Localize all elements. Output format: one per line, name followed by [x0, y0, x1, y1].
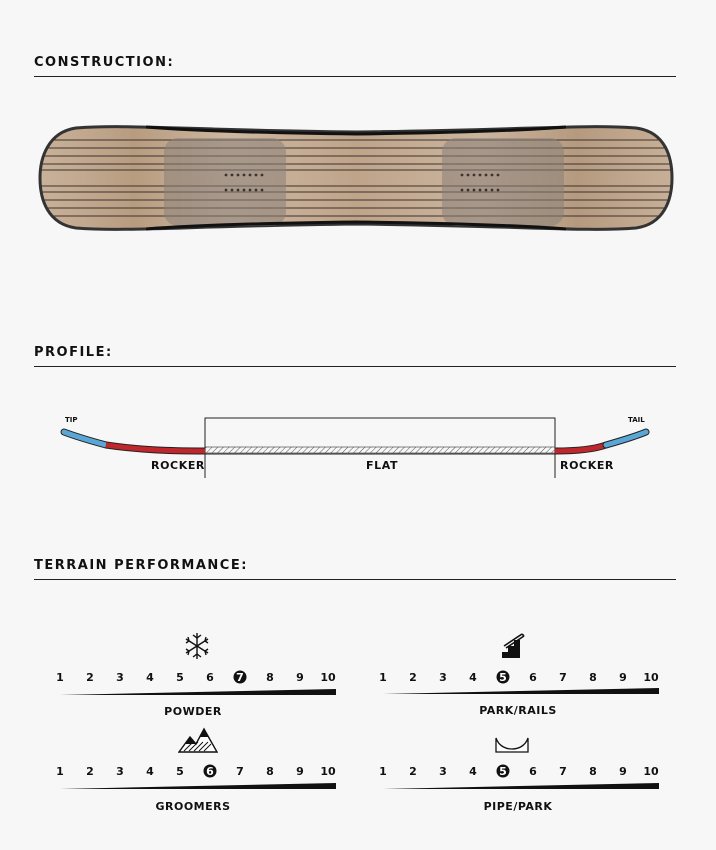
scale-wedge [60, 783, 336, 789]
scale-number: 1 [379, 765, 387, 778]
scale-number: 1 [379, 671, 387, 684]
scale-number: 10 [320, 765, 336, 778]
scale-number: 1 [56, 671, 64, 684]
scale-number: 3 [116, 671, 124, 684]
scale-number: 2 [409, 765, 417, 778]
snowboard-construction-diagram [38, 125, 674, 231]
construction-title: CONSTRUCTION: [34, 55, 175, 70]
rating-marker [496, 764, 510, 778]
scale-number: 10 [643, 765, 659, 778]
scale-number: 1 [56, 765, 64, 778]
tip-label: TIP [65, 416, 78, 424]
rocker-left-section [105, 442, 206, 454]
terrain-label-park-rails: PARK/RAILS [479, 704, 557, 717]
halfpipe-icon [495, 737, 529, 753]
scale-number: 8 [589, 765, 597, 778]
scale-number: 5 [176, 671, 184, 684]
binding-insert-pad-front [164, 138, 286, 226]
flat-label: FLAT [366, 459, 399, 472]
scale-number: 10 [643, 671, 659, 684]
scale-number: 8 [589, 671, 597, 684]
scale-number: 6 [529, 765, 537, 778]
scale-number: 9 [296, 671, 304, 684]
scale-number: 3 [439, 765, 447, 778]
tip-contact-section [61, 429, 109, 448]
scale-number: 9 [619, 671, 627, 684]
scale-number: 10 [320, 671, 336, 684]
rating-marker [496, 670, 510, 684]
scale-number: 9 [619, 765, 627, 778]
tail-contact-section [603, 429, 649, 448]
scale-number: 7 [559, 671, 567, 684]
scale-number: 5 [176, 765, 184, 778]
scale-wedge [383, 783, 659, 789]
scale-number: 7 [236, 765, 244, 778]
construction-rule [34, 76, 676, 77]
scale-number: 8 [266, 671, 274, 684]
scale-number: 6 [529, 671, 537, 684]
terrain-label-powder: POWDER [164, 705, 222, 718]
scale-number: 9 [296, 765, 304, 778]
stair-rail-icon [502, 633, 525, 658]
scale-number-selected: 7 [236, 671, 244, 684]
tail-label: TAIL [628, 416, 645, 424]
profile-rule [34, 366, 676, 367]
scale-number: 4 [146, 671, 154, 684]
scale-number-selected: 6 [206, 765, 214, 778]
rating-marker [233, 670, 247, 684]
rating-marker [203, 764, 217, 778]
rocker-right-label: ROCKER [560, 459, 615, 472]
snowflake-icon [185, 633, 209, 659]
scale-number-selected: 5 [499, 765, 507, 778]
scale-number: 2 [409, 671, 417, 684]
scale-number: 3 [439, 671, 447, 684]
terrain-label-groomers: GROOMERS [155, 800, 231, 813]
terrain-rule [34, 579, 676, 580]
scale-number: 3 [116, 765, 124, 778]
binding-insert-pad-rear [442, 138, 564, 226]
scale-number: 4 [469, 765, 477, 778]
scale-number: 2 [86, 765, 94, 778]
scale-number: 4 [469, 671, 477, 684]
scale-number: 8 [266, 765, 274, 778]
rocker-left-label: ROCKER [151, 459, 206, 472]
profile-title: PROFILE: [34, 345, 113, 360]
scale-number-selected: 5 [499, 671, 507, 684]
scale-number: 4 [146, 765, 154, 778]
terrain-title: TERRAIN PERFORMANCE: [34, 558, 248, 573]
terrain-label-pipe-park: PIPE/PARK [483, 800, 553, 813]
scale-wedge [60, 689, 336, 695]
scale-number: 6 [206, 671, 214, 684]
scale-number: 7 [559, 765, 567, 778]
scale-wedge [383, 688, 659, 694]
rocker-flat-profile-diagram [60, 417, 650, 478]
terrain-rating-scales: 1 2 3 4 5 6 7 8 9 10 1 2 3 4 5 6 7 8 9 10 1 2 3 4 5 6 7 8 9 10 1 2 3 4 5 6 7… [56, 670, 659, 789]
scale-number: 2 [86, 671, 94, 684]
mountains-icon [178, 727, 218, 753]
